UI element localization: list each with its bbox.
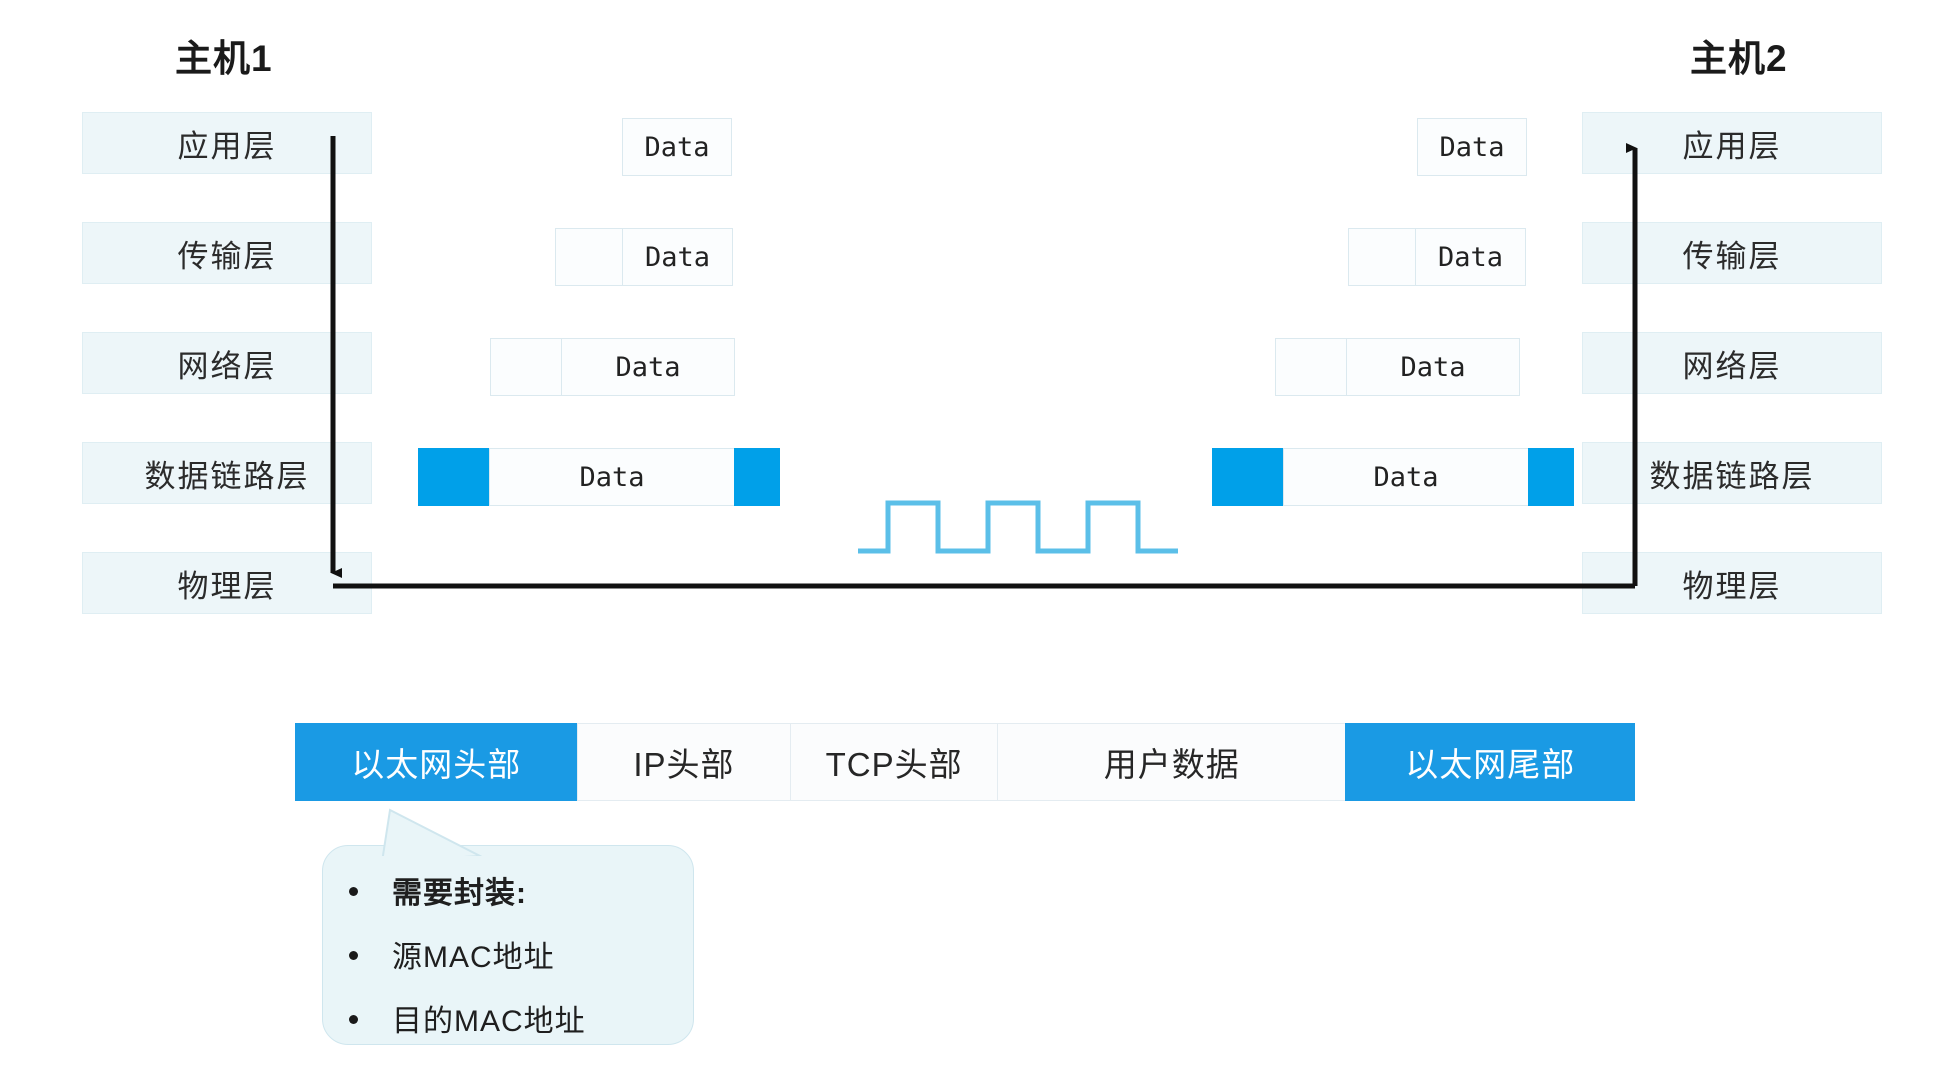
layer-label: 网络层 [1682,348,1782,384]
pdu-left-datalink: Data [418,448,780,506]
pdu-segment-ethernet-header [1212,448,1284,506]
pdu-segment-network-header [490,338,562,396]
pdu-segment-data: Data [1415,228,1526,286]
bullet-icon [349,887,358,896]
frame-cell-ip-header[interactable]: IP头部 [576,723,792,801]
layer-label: 应用层 [1682,128,1782,164]
pdu-segment-ethernet-trailer [734,448,780,506]
bullet-icon [349,951,358,960]
frame-cell-user-data[interactable]: 用户数据 [996,723,1347,801]
pdu-segment-ethernet-trailer [1528,448,1574,506]
layer-label: 传输层 [1682,238,1782,274]
pdu-right-transport: Data [1348,228,1526,286]
pdu-segment-data: Data [489,448,735,506]
pdu-left-network: Data [490,338,735,396]
pdu-right-network: Data [1275,338,1520,396]
frame-cell-tcp-header[interactable]: TCP头部 [790,723,998,801]
callout-item: 目的MAC地址 [349,996,669,1040]
pdu-segment-transport-header [555,228,623,286]
pdu-segment-data: Data [561,338,735,396]
layer-box-right-transport[interactable]: 传输层 [1582,222,1882,284]
callout-item: 需要封装: [349,868,669,912]
pdu-segment-data: Data [622,118,732,176]
pdu-segment-transport-header [1348,228,1416,286]
pdu-segment-data: Data [622,228,733,286]
square-wave-signal [858,500,1178,554]
layer-label: 数据链路层 [144,458,310,494]
pdu-segment-data: Data [1283,448,1529,506]
layer-label: 物理层 [1682,568,1782,604]
pdu-right-datalink: Data [1212,448,1574,506]
callout-item-label: 需要封装: [392,877,527,910]
callout-item: 源MAC地址 [349,932,669,976]
layer-box-right-application[interactable]: 应用层 [1582,112,1882,174]
pdu-right-application: Data [1417,118,1527,176]
callout-item-label: 目的MAC地址 [392,1005,586,1038]
layer-label: 物理层 [177,568,277,604]
bullet-icon [349,1015,358,1024]
layer-box-right-physical[interactable]: 物理层 [1582,552,1882,614]
layer-label: 网络层 [177,348,277,384]
encapsulation-callout: 需要封装: 源MAC地址 目的MAC地址 [322,845,694,1045]
layer-box-left-network[interactable]: 网络层 [82,332,372,394]
layer-box-left-application[interactable]: 应用层 [82,112,372,174]
layer-label: 传输层 [177,238,277,274]
layer-box-right-network[interactable]: 网络层 [1582,332,1882,394]
pdu-left-application: Data [622,118,732,176]
pdu-segment-data: Data [1346,338,1520,396]
callout-tail-icon [370,808,500,870]
frame-cell-ethernet-header[interactable]: 以太网头部 [295,723,578,801]
layer-box-left-datalink[interactable]: 数据链路层 [82,442,372,504]
pdu-left-transport: Data [555,228,733,286]
layer-label: 数据链路层 [1649,458,1815,494]
layer-label: 应用层 [177,128,277,164]
pdu-segment-ethernet-header [418,448,490,506]
frame-cell-ethernet-trailer[interactable]: 以太网尾部 [1345,723,1635,801]
ethernet-frame-bar: 以太网头部 IP头部 TCP头部 用户数据 以太网尾部 [295,723,1635,801]
layer-box-left-physical[interactable]: 物理层 [82,552,372,614]
layer-box-left-transport[interactable]: 传输层 [82,222,372,284]
pdu-segment-data: Data [1417,118,1527,176]
callout-item-label: 源MAC地址 [392,941,555,974]
pdu-segment-network-header [1275,338,1347,396]
host-title-right: 主机2 [1690,38,1788,79]
host-title-left: 主机1 [175,38,273,79]
layer-box-right-datalink[interactable]: 数据链路层 [1582,442,1882,504]
